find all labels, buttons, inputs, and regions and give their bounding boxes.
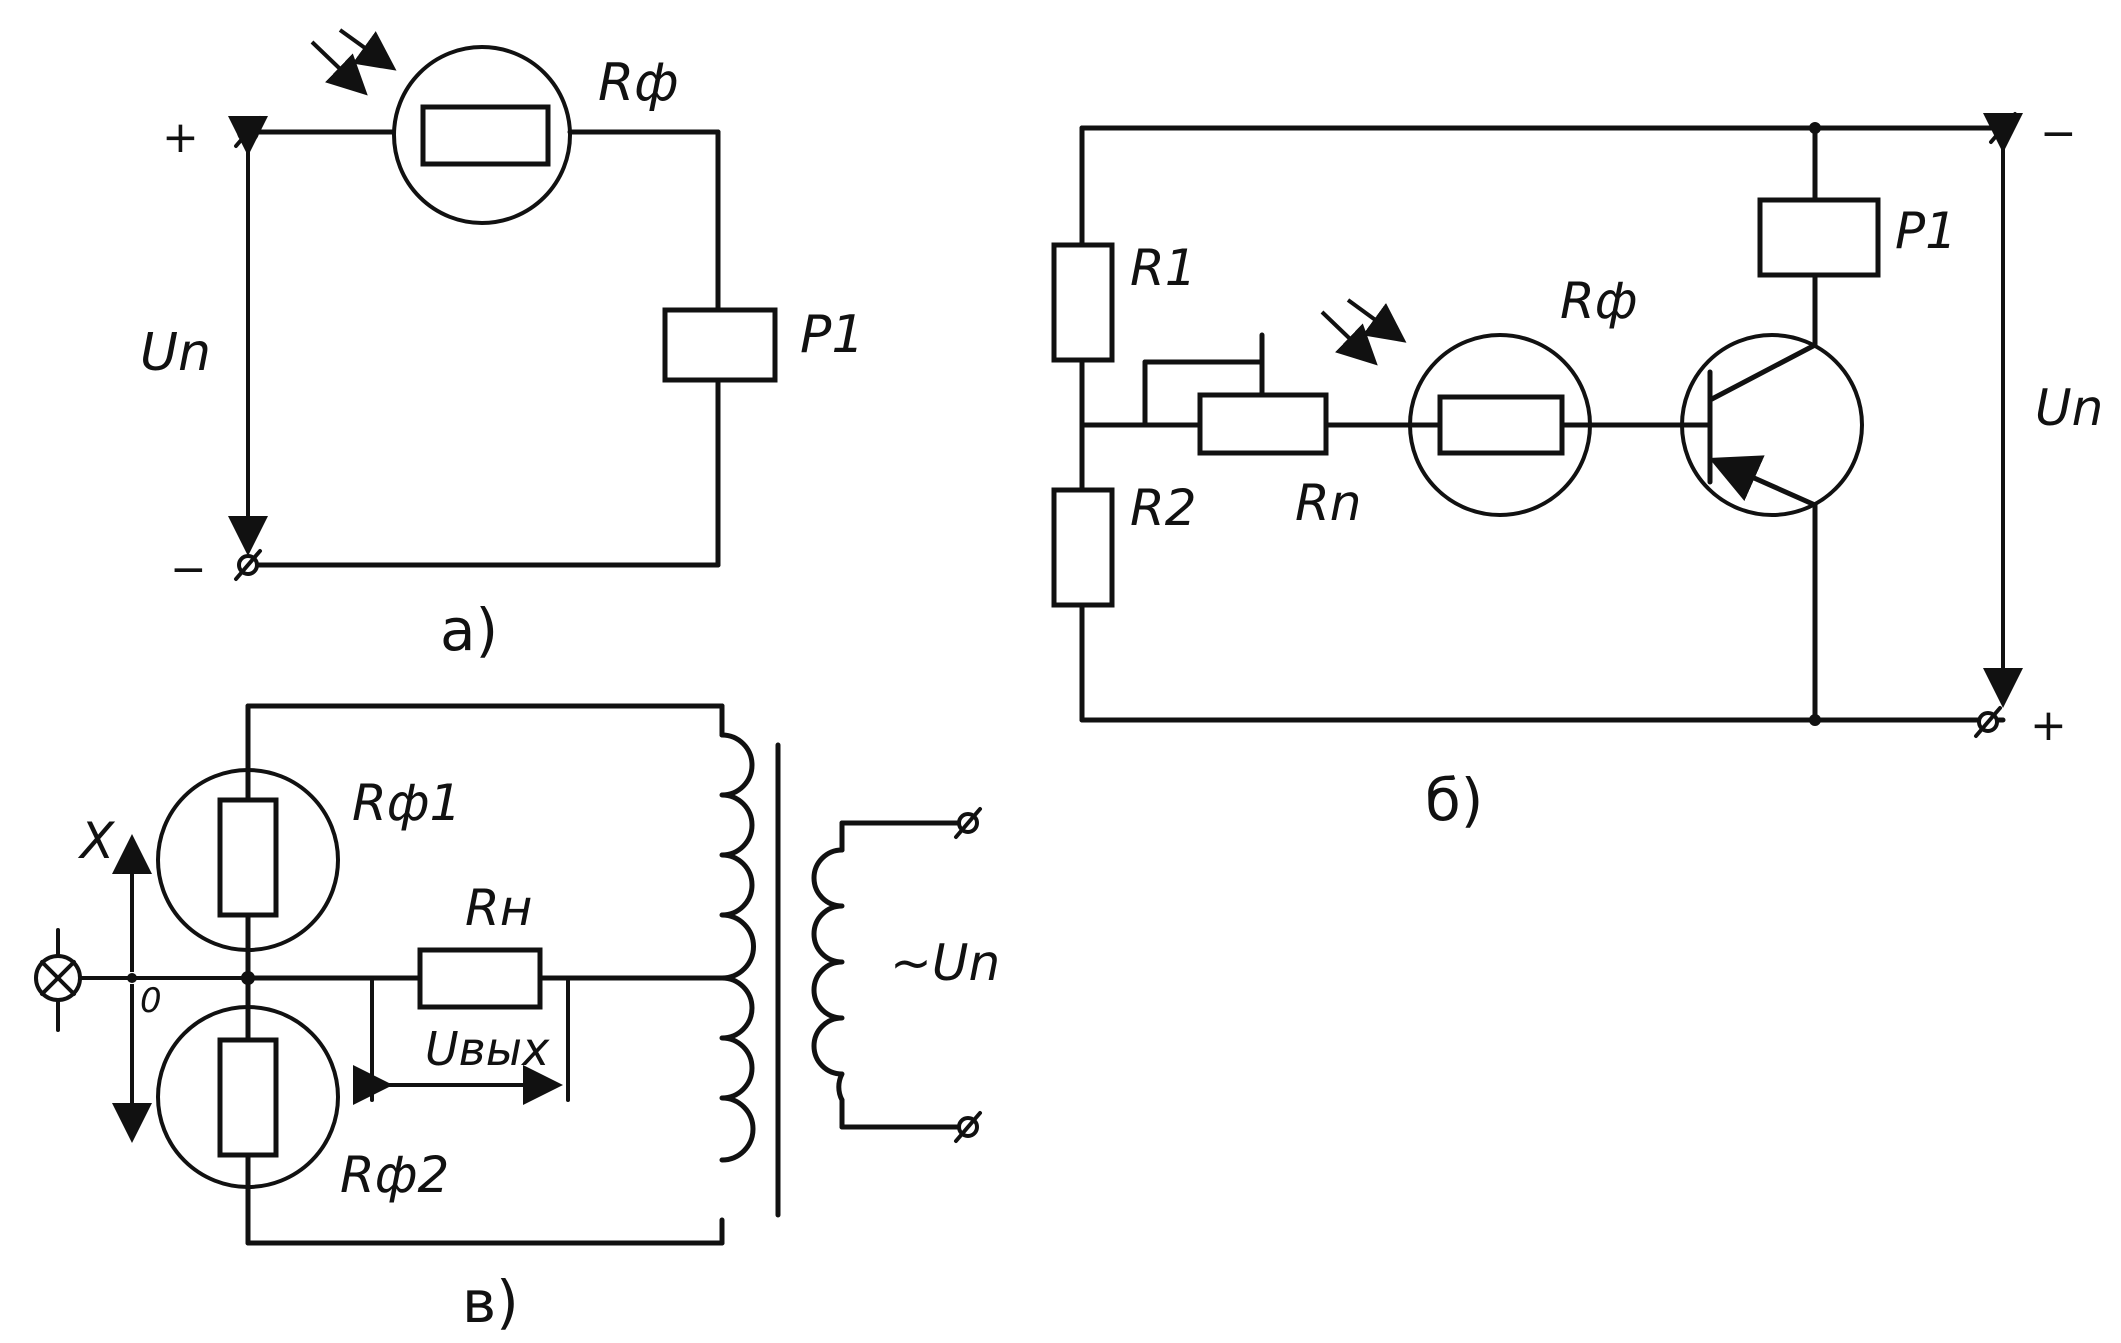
relay-p1-b (1757, 197, 1881, 278)
caption-a: а) (440, 596, 498, 664)
wires-b (1079, 125, 2006, 723)
rf-label-b: Rф (1560, 272, 1638, 330)
rn-label-b: Rn (1295, 474, 1361, 532)
x-origin-dot-v (127, 973, 137, 983)
rh-label-v: Rн (465, 879, 532, 937)
terminal-plus-a[interactable] (234, 116, 262, 148)
photoresistor-rf-a (310, 28, 572, 225)
r1-label-b: R1 (1130, 239, 1197, 297)
un-label-b: Un (2035, 379, 2103, 437)
caption-b: б) (1425, 766, 1483, 834)
resistor-r1-b (1051, 242, 1115, 363)
secondary-winding-v (811, 847, 845, 1103)
x-label-v: X (77, 812, 116, 870)
plus-label-a: + (162, 112, 199, 163)
resistor-r2-b (1051, 487, 1115, 608)
transistor-b (1680, 333, 1864, 517)
wires-a (245, 129, 721, 568)
plus-label-b: + (2030, 700, 2067, 751)
p1-label-a: P1 (800, 305, 864, 365)
rf1-label-v: Rф1 (352, 774, 461, 832)
potentiometer-rn-b (1197, 392, 1329, 456)
diagram-v: Rф1 Rф2 Rн Uвых ~Un X 0 в) (34, 703, 1000, 1336)
caption-v: в) (462, 1268, 519, 1336)
minus-label-a: − (170, 544, 207, 595)
terminal-plus-b[interactable] (1974, 706, 2002, 738)
terminal-bottom-v[interactable] (954, 1111, 982, 1143)
wires-v (245, 703, 963, 1246)
terminal-minus-b[interactable] (1989, 112, 2017, 144)
junction-bottom-b (1809, 714, 1821, 726)
resistor-rh-v (417, 947, 543, 1010)
diagram-a: + − Rф P1 Un а) (140, 28, 864, 664)
photoresistor-rf-b (1320, 298, 1592, 517)
photoresistor-rf1-v (156, 768, 340, 952)
terminal-minus-a[interactable] (234, 549, 262, 581)
primary-winding-v (719, 732, 756, 1163)
uout-label-v: Uвых (425, 1022, 550, 1076)
un-label-a: Un (140, 323, 211, 383)
relay-p1-a (662, 307, 778, 383)
junction-top-b (1809, 122, 1821, 134)
terminal-top-v[interactable] (954, 807, 982, 839)
minus-label-b: − (2040, 108, 2077, 159)
r2-label-b: R2 (1130, 479, 1197, 537)
diagram-b: − + R1 R2 Rn Rф P1 Un б) (1051, 108, 2103, 834)
rf2-label-v: Rф2 (340, 1146, 449, 1204)
rf-label-a: Rф (598, 53, 679, 113)
p1-label-b: P1 (1895, 202, 1957, 260)
lamp-v (34, 928, 250, 1032)
uac-label-v: ~Un (890, 934, 1000, 992)
photoresistor-rf2-v (156, 1005, 340, 1189)
zero-label-v: 0 (140, 981, 162, 1021)
